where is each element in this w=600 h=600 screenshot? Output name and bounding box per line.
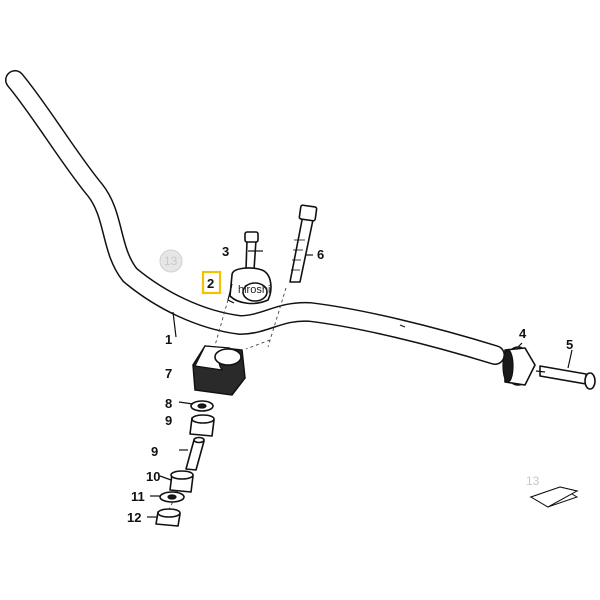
bush-9-lower bbox=[169, 470, 194, 493]
bar-end-bolt bbox=[535, 365, 596, 390]
callouts: 1 2 3 4 5 6 7 8 9 9 10 11 12 bbox=[127, 244, 573, 525]
leader-lines bbox=[147, 250, 573, 518]
callout-8: 8 bbox=[165, 396, 172, 411]
callout-12: 12 bbox=[127, 510, 141, 525]
callout-6: 6 bbox=[317, 247, 324, 262]
riser-clamp bbox=[192, 345, 246, 396]
highlight-box bbox=[201, 270, 222, 295]
corner-reference: 13 bbox=[526, 474, 579, 508]
callout-1: 1 bbox=[165, 332, 172, 347]
reference-badge: 13 bbox=[159, 249, 183, 273]
watermark-text: hiroshi bbox=[238, 284, 270, 296]
reference-badge-text: 13 bbox=[164, 254, 178, 268]
callout-9-upper: 9 bbox=[165, 413, 172, 428]
washer-8 bbox=[190, 400, 214, 412]
callout-5: 5 bbox=[566, 337, 573, 352]
upper-clamp bbox=[227, 267, 272, 305]
callout-7: 7 bbox=[165, 366, 172, 381]
bush-9-upper bbox=[189, 414, 215, 437]
callout-9-lower: 10 bbox=[146, 469, 160, 484]
callout-2: 2 bbox=[207, 276, 214, 291]
callout-10: 9 bbox=[151, 444, 158, 459]
bar-end-weight bbox=[502, 346, 536, 386]
washer-11 bbox=[159, 491, 185, 503]
callout-4: 4 bbox=[519, 326, 527, 341]
callout-3: 3 bbox=[222, 244, 229, 259]
long-bolt bbox=[289, 204, 318, 283]
handlebar bbox=[5, 70, 505, 365]
nut-12 bbox=[155, 508, 181, 527]
sleeve bbox=[185, 436, 205, 471]
corner-reference-number: 13 bbox=[526, 474, 540, 488]
callout-11: 11 bbox=[131, 489, 145, 504]
